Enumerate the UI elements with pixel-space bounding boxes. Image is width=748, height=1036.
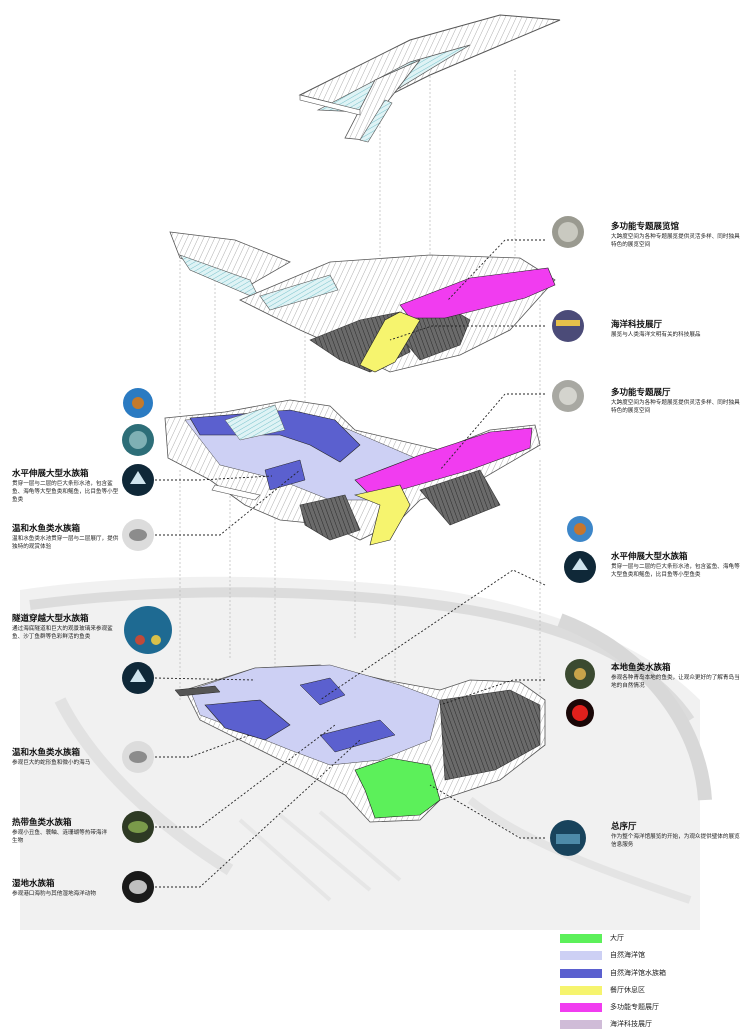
annotation-r4-desc: 贯穿一层与二层的巨大条形水池，包含鲨鱼、海龟等大型鱼类和鳐鱼，比目鱼等小型鱼类 xyxy=(611,564,740,578)
annotation-r1-title: 多功能专题展览馆 xyxy=(611,222,680,232)
annotation-r6-title: 总序厅 xyxy=(611,822,637,832)
annotation-l2-title: 温和水鱼类水族箱 xyxy=(12,524,81,534)
annotation-l1-desc: 贯穿一层与二层的巨大条形水池，包含鲨鱼、海龟等大型鱼类和鳐鱼，比目鱼等小型鱼类 xyxy=(12,481,119,503)
annotation-r2-title: 海洋科技展厅 xyxy=(611,320,663,330)
annotation-r1: 多功能专题展览馆 大跨度空间为各种专题展览提供灵活多样、同时独具特色的展览空间 xyxy=(611,222,741,249)
annotation-l6-title: 湿地水族箱 xyxy=(12,879,55,889)
annotation-r2-desc: 展览与人类海洋文明有关的科技展品 xyxy=(611,332,701,338)
annotation-r1-desc: 大跨度空间为各种专题展览提供灵活多样、同时独具特色的展览空间 xyxy=(611,234,740,248)
legend-swatch xyxy=(560,934,602,943)
annotation-l4-title: 温和水鱼类水族箱 xyxy=(12,748,81,758)
annotation-l3: 隧道穿越大型水族箱 通过海底隧道和巨大的观景玻璃来参观鲨鱼、沙丁鱼群等色彩鲜活的… xyxy=(12,614,122,641)
annotation-r3: 多功能专题展厅 大跨度空间为各种专题展览提供灵活多样、同时独具特色的展览空间 xyxy=(611,388,741,415)
level-1-lobby xyxy=(354,757,441,819)
roof-layer xyxy=(298,14,561,143)
annotation-l5: 热带鱼类水族箱 参观小丑鱼、蓑鲉、涟珊瑚等热带海洋生物 xyxy=(12,818,112,845)
legend-swatch xyxy=(560,968,602,978)
legend-label: 自然海洋馆水族箱 xyxy=(610,968,666,977)
annotation-l6: 湿地水族箱 参观港口海豹与其他湿地海洋动物 xyxy=(12,879,124,898)
annotation-l1: 水平伸展大型水族箱 贯穿一层与二层的巨大条形水池，包含鲨鱼、海龟等大型鱼类和鳐鱼… xyxy=(12,469,120,504)
annotation-r4-title: 水平伸展大型水族箱 xyxy=(611,552,688,562)
annotation-l5-desc: 参观小丑鱼、蓑鲉、涟珊瑚等热带海洋生物 xyxy=(12,830,108,844)
annotation-l2-desc: 温和水鱼类水池贯穿一层与二层展厅，提供独特的观赏体验 xyxy=(12,536,119,550)
thumb-l3 xyxy=(124,606,172,654)
level-2-restaurant-zone xyxy=(353,484,411,546)
level-3-tech-zone xyxy=(359,311,421,373)
annotation-r6-desc: 作为整个海洋馆展览的开始，为观众提供璧体的展览信息服务 xyxy=(611,834,740,848)
annotation-l6-desc: 参观港口海豹与其他湿地海洋动物 xyxy=(12,891,96,897)
legend: 大厅 自然海洋馆 自然海洋馆水族箱 餐厅休息区 多功能专题展厅 海洋科技展厅 xyxy=(560,932,740,1036)
legend-label: 餐厅休息区 xyxy=(610,985,645,994)
annotation-l2: 温和水鱼类水族箱 温和水鱼类水池贯穿一层与二层展厅，提供独特的观赏体验 xyxy=(12,524,120,551)
level-3-exhibition-zone xyxy=(399,267,556,319)
legend-item-exhibition: 多功能专题展厅 xyxy=(560,1001,740,1018)
annotation-l5-title: 热带鱼类水族箱 xyxy=(12,818,72,828)
level-3 xyxy=(169,231,556,373)
legend-item-tech-hall: 海洋科技展厅 xyxy=(560,1018,740,1035)
annotation-r6: 总序厅 作为整个海洋馆展览的开始，为观众提供璧体的展览信息服务 xyxy=(611,822,741,849)
level-2 xyxy=(164,399,541,546)
level-1-ocean-tank-a xyxy=(204,699,291,741)
thumbnails xyxy=(122,216,596,903)
legend-item-lobby: 大厅 xyxy=(560,932,740,949)
annotation-l4: 温和水鱼类水族箱 参观巨大的蛇形鱼和微小的海马 xyxy=(12,748,120,767)
annotation-r2: 海洋科技展厅 展览与人类海洋文明有关的科技展品 xyxy=(611,320,741,339)
level-1 xyxy=(174,664,546,823)
annotation-l4-desc: 参观巨大的蛇形鱼和微小的海马 xyxy=(12,760,91,766)
annotation-r3-title: 多功能专题展厅 xyxy=(611,388,671,398)
legend-label: 自然海洋馆 xyxy=(610,951,645,960)
leader-lines xyxy=(154,239,546,888)
legend-swatch xyxy=(560,985,602,995)
legend-label: 多功能专题展厅 xyxy=(610,1003,659,1012)
annotation-r5: 本地鱼类水族箱 参观各种青岛本地的鱼类，让观众更好的了解青岛当地的自然情况 xyxy=(611,663,741,690)
legend-item-ocean-tank: 自然海洋馆水族箱 xyxy=(560,967,740,984)
legend-swatch xyxy=(560,1003,602,1013)
legend-item-restaurant: 餐厅休息区 xyxy=(560,984,740,1001)
annotation-r3-desc: 大跨度空间为各种专题展览提供灵活多样、同时独具特色的展览空间 xyxy=(611,400,740,414)
level-1-ocean-tank-b xyxy=(299,677,346,706)
legend-label: 大厅 xyxy=(610,934,624,942)
legend-item-ocean-hall: 自然海洋馆 xyxy=(560,949,740,966)
annotation-l1-title: 水平伸展大型水族箱 xyxy=(12,469,89,479)
annotation-l3-title: 隧道穿越大型水族箱 xyxy=(12,614,89,624)
annotation-r5-title: 本地鱼类水族箱 xyxy=(611,663,671,673)
legend-swatch xyxy=(560,951,602,961)
annotation-r5-desc: 参观各种青岛本地的鱼类，让观众更好的了解青岛当地的自然情况 xyxy=(611,675,740,689)
annotation-l3-desc: 通过海底隧道和巨大的观景玻璃来参观鲨鱼、沙丁鱼群等色彩鲜活的鱼类 xyxy=(12,626,113,640)
annotation-r4: 水平伸展大型水族箱 贯穿一层与二层的巨大条形水池，包含鲨鱼、海龟等大型鱼类和鳐鱼… xyxy=(611,552,741,579)
